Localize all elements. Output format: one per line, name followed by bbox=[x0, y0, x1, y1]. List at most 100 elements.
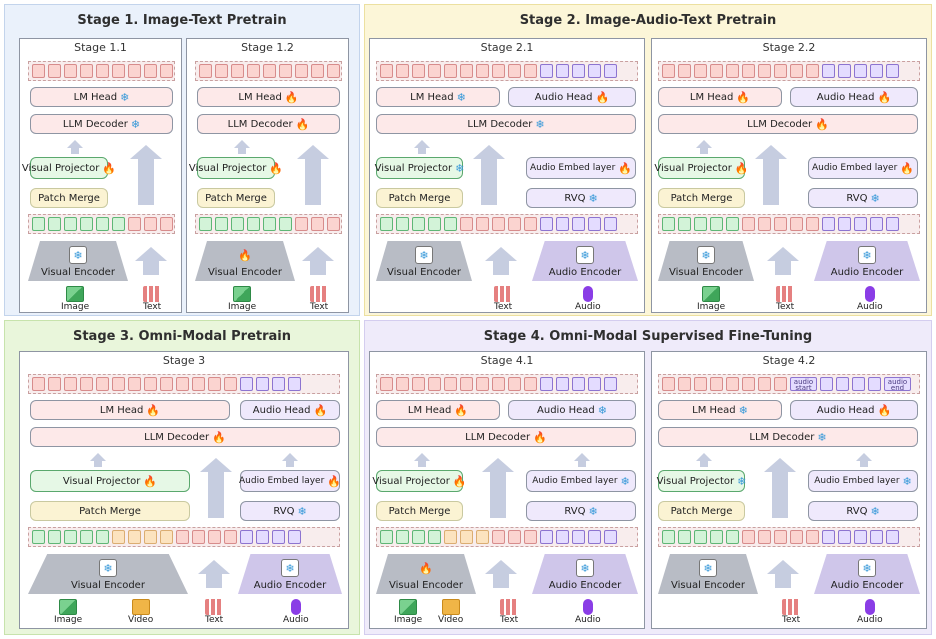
visual-projector-box: Visual Projector🔥 bbox=[189, 157, 283, 179]
token-row bbox=[28, 214, 175, 234]
lm-head-label: LM Head bbox=[238, 91, 282, 103]
video-input: Video bbox=[128, 599, 153, 625]
lm-head-label: LM Head bbox=[407, 404, 452, 416]
flow-arrow bbox=[767, 560, 799, 588]
fire-icon: 🔥 bbox=[313, 403, 328, 417]
snowflake-icon: ❄ bbox=[817, 430, 827, 444]
patch-merge-box: Patch Merge bbox=[30, 188, 108, 208]
image-input: Image bbox=[394, 599, 422, 625]
text-icon bbox=[310, 286, 329, 302]
fire-icon: 🔥 bbox=[736, 90, 751, 104]
audio-head-box: Audio Head❄ bbox=[508, 400, 636, 420]
patch-merge-label: Patch Merge bbox=[205, 192, 267, 204]
snowflake-icon: ❄ bbox=[576, 559, 594, 577]
substage-title: Stage 2.2 bbox=[762, 41, 816, 54]
audio-encoder-label: Audio Encoder bbox=[548, 580, 622, 591]
fire-icon: 🔥 bbox=[269, 161, 284, 175]
audio-head-label: Audio Head bbox=[534, 91, 593, 103]
visual-projector-label: Visual Projector bbox=[654, 162, 732, 174]
flow-arrow bbox=[282, 453, 298, 467]
audio-encoder-label: Audio Encoder bbox=[830, 267, 904, 278]
visual-encoder-label: Visual Encoder bbox=[671, 580, 745, 591]
fire-icon: 🔥 bbox=[143, 474, 158, 488]
audio-head-box: Audio Head🔥 bbox=[790, 87, 918, 107]
flow-arrow bbox=[234, 140, 250, 154]
audio-embed-label: Audio Embed layer bbox=[529, 163, 616, 173]
snowflake-icon: ❄ bbox=[588, 191, 598, 205]
lm-head-label: LM Head bbox=[410, 91, 454, 103]
rvq-label: RVQ bbox=[846, 192, 868, 204]
snowflake-icon: ❄ bbox=[120, 90, 130, 104]
audio-embed-label: Audio Embed layer bbox=[814, 476, 900, 486]
llm-decoder-label: LLM Decoder bbox=[227, 118, 293, 130]
substage-2-1: Stage 2.1 LM Head❄ Audio Head🔥 LLM Decod… bbox=[369, 38, 645, 313]
visual-encoder-label: Visual Encoder bbox=[208, 267, 282, 278]
snowflake-icon: ❄ bbox=[415, 246, 433, 264]
substage-title: Stage 1.1 bbox=[74, 41, 127, 54]
substage-title: Stage 3 bbox=[162, 354, 206, 367]
patch-merge-box: Patch Merge bbox=[376, 188, 463, 208]
image-input: Image bbox=[228, 286, 256, 312]
snowflake-icon: ❄ bbox=[281, 559, 299, 577]
audio-embed-box: Audio Embed layer❄ bbox=[526, 470, 636, 492]
text-icon bbox=[205, 599, 224, 615]
fire-icon: 🔥 bbox=[815, 117, 829, 131]
microphone-icon bbox=[582, 286, 593, 302]
visual-encoder-label: Visual Encoder bbox=[387, 267, 461, 278]
substage-2-2: Stage 2.2 LM Head🔥 Audio Head🔥 LLM Decod… bbox=[651, 38, 927, 313]
fire-icon: 🔥 bbox=[419, 561, 433, 575]
llm-decoder-box: LLM Decoder❄ bbox=[376, 114, 636, 134]
snowflake-icon: ❄ bbox=[902, 474, 912, 488]
flow-arrow bbox=[696, 140, 712, 154]
audio-encoder-block: ❄ Audio Encoder bbox=[532, 241, 638, 281]
snowflake-icon: ❄ bbox=[576, 246, 594, 264]
snowflake-icon: ❄ bbox=[870, 191, 880, 205]
patch-merge-label: Patch Merge bbox=[670, 192, 733, 204]
snowflake-icon: ❄ bbox=[69, 246, 87, 264]
llm-decoder-box: LLM Decoder🔥 bbox=[30, 427, 340, 447]
audio-head-box: Audio Head🔥 bbox=[240, 400, 340, 420]
token-row bbox=[658, 527, 920, 547]
token-row bbox=[195, 214, 342, 234]
panel-stage-1: Stage 1. Image-Text Pretrain Stage 1.1 L… bbox=[4, 4, 360, 316]
llm-decoder-box: LLM Decoder🔥 bbox=[658, 114, 918, 134]
panel-title: Stage 3. Omni-Modal Pretrain bbox=[72, 329, 291, 344]
visual-projector-box: Visual Projector🔥 bbox=[22, 157, 116, 179]
audio-head-label: Audio Head bbox=[252, 404, 311, 416]
audio-embed-box: Audio Embed layer❄ bbox=[808, 470, 918, 492]
visual-projector-label: Visual Projector bbox=[656, 475, 735, 487]
audio-head-label: Audio Head bbox=[816, 91, 875, 103]
flow-arrow bbox=[90, 453, 106, 467]
visual-encoder-label: Visual Encoder bbox=[389, 580, 463, 591]
snowflake-icon: ❄ bbox=[588, 504, 598, 518]
rvq-box: RVQ❄ bbox=[808, 188, 918, 208]
substage-4-1: Stage 4.1 LM Head🔥 Audio Head❄ LLM Decod… bbox=[369, 351, 645, 629]
panel-title: Stage 1. Image-Text Pretrain bbox=[77, 13, 287, 28]
patch-merge-label: Patch Merge bbox=[388, 505, 451, 517]
visual-encoder-block: 🔥 Visual Encoder bbox=[376, 554, 476, 594]
visual-encoder-block: ❄ Visual Encoder bbox=[658, 241, 754, 281]
token-row bbox=[376, 214, 638, 234]
fire-icon: 🔥 bbox=[533, 430, 547, 444]
fire-icon: 🔥 bbox=[212, 430, 226, 444]
flow-arrow bbox=[767, 247, 799, 275]
lm-head-box: LM Head❄ bbox=[376, 87, 500, 107]
llm-decoder-label: LLM Decoder bbox=[467, 118, 533, 130]
microphone-icon bbox=[290, 599, 301, 615]
visual-projector-box: Visual Projector❄ bbox=[375, 157, 464, 179]
audio-embed-label: Audio Embed layer bbox=[811, 163, 898, 173]
rvq-label: RVQ bbox=[564, 505, 586, 517]
text-icon bbox=[143, 286, 162, 302]
lm-head-box: LM Head❄ bbox=[30, 87, 173, 107]
text-icon bbox=[776, 286, 795, 302]
fire-icon: 🔥 bbox=[454, 403, 469, 417]
fire-icon: 🔥 bbox=[595, 90, 610, 104]
audio-input: Audio bbox=[857, 599, 883, 625]
visual-encoder-label: Visual Encoder bbox=[71, 580, 145, 591]
fire-icon: 🔥 bbox=[295, 117, 310, 131]
audio-start-token: audio start bbox=[790, 377, 817, 392]
flow-arrow bbox=[414, 140, 430, 154]
panel-stage-4: Stage 4. Omni-Modal Supervised Fine-Tuni… bbox=[364, 320, 932, 635]
patch-merge-label: Patch Merge bbox=[79, 505, 141, 517]
rvq-box: RVQ❄ bbox=[526, 501, 636, 521]
